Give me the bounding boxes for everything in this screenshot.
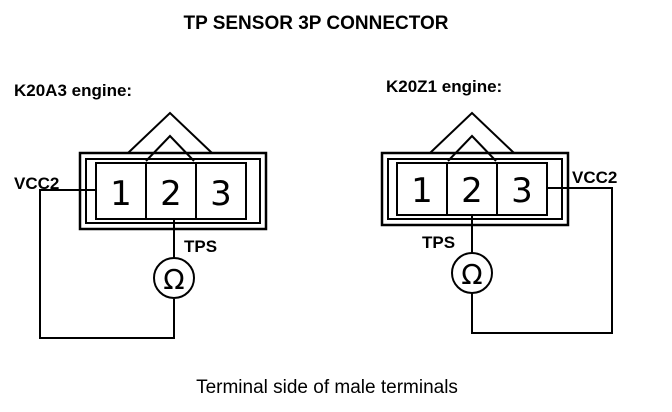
ohm-symbol: Ω — [461, 258, 482, 291]
tps-label-k20a3: TPS — [184, 237, 217, 256]
ohmmeter-icon — [153, 257, 195, 299]
pin-cell — [195, 162, 247, 220]
engine-label-k20a3: K20A3 engine: — [14, 81, 132, 100]
connector-k20a3: K20A3 engine: 1 2 3 VCC2 TPS Ω — [14, 81, 268, 339]
engine-label-k20z1: K20Z1 engine: — [386, 77, 502, 96]
wire-vcc-k20a3 — [39, 189, 175, 339]
pin-number-3: 3 — [511, 171, 533, 211]
tps-label-k20z1: TPS — [422, 233, 455, 252]
pin-number-3: 3 — [210, 174, 232, 214]
pin-number-1: 1 — [110, 174, 132, 214]
connector-k20z1: K20Z1 engine: 1 2 3 VCC2 TPS Ω — [380, 77, 617, 334]
pin-number-1: 1 — [411, 171, 433, 211]
pin-number-2: 2 — [160, 174, 182, 214]
vcc-label-k20a3: VCC2 — [14, 174, 59, 193]
locking-tab-k20a3 — [127, 111, 213, 154]
pin-number-2: 2 — [461, 171, 483, 211]
locking-tab-inner-k20z1 — [447, 134, 497, 162]
locking-tab-inner-k20a3 — [145, 134, 195, 162]
ohmmeter-icon — [451, 252, 493, 294]
ohm-symbol: Ω — [163, 263, 184, 296]
wire-vcc-k20z1 — [471, 187, 613, 334]
diagram-caption: Terminal side of male terminals — [196, 377, 458, 398]
diagram-title: TP SENSOR 3P CONNECTOR — [183, 13, 448, 34]
locking-tab-k20z1 — [429, 111, 515, 154]
vcc-label-k20z1: VCC2 — [572, 168, 617, 187]
